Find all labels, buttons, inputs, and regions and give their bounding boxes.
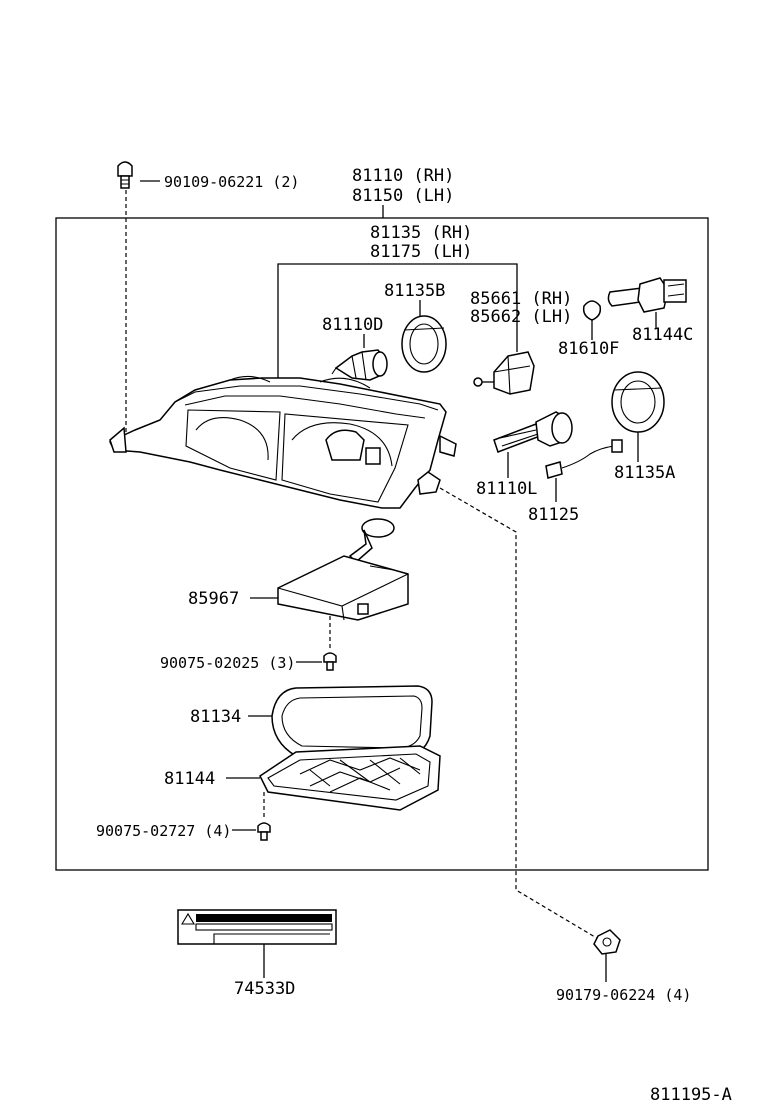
screw-ballast-icon [323,652,337,671]
label-socket-rh: 85661 (RH) [470,289,572,309]
case-icon [259,745,441,811]
side-bulb-icon [582,300,602,321]
label-wire: 81125 [528,505,579,525]
bulb-d-icon [331,349,388,381]
label-bulb-l: 81110L [476,479,537,499]
headlamp-housing-icon [108,375,457,509]
label-ballast: 85967 [188,589,239,609]
label-warning-label: 74533D [234,979,295,999]
label-screw-case: 90075-02727 (4) [96,822,231,840]
label-socket-lh: 85662 (LH) [470,307,572,327]
label-cover-a: 81135A [614,463,675,483]
label-headlamp-rh: 81110 (RH) [352,166,454,186]
nut-icon [593,929,621,955]
label-case: 81144 [164,769,215,789]
cover-a-icon [611,371,665,433]
label-headlamp-lh: 81150 (LH) [352,186,454,206]
label-bolt-top: 90109-06221 (2) [164,173,299,191]
ballast-icon [277,518,409,621]
diagram-id: 811195-A [650,1085,732,1105]
warning-label-icon [177,909,337,945]
cover-b-icon [401,315,447,373]
label-housing-rh: 81135 (RH) [370,223,472,243]
bulb-l-icon [493,411,573,453]
assembly-frame [55,217,709,871]
label-gasket: 81134 [190,707,241,727]
bulb-c-icon [607,277,687,313]
bolt-top-icon [117,161,133,189]
label-housing-lh: 81175 (LH) [370,242,472,262]
label-side-bulb: 81610F [558,339,619,359]
gasket-icon [271,685,433,759]
label-bulb-c: 81144C [632,325,693,345]
screw-case-icon [257,822,271,841]
label-bulb-d: 81110D [322,315,383,335]
socket-icon [473,351,535,395]
label-nut: 90179-06224 (4) [556,986,691,1004]
label-screw-ballast: 90075-02025 (3) [160,654,295,672]
label-cover-b: 81135B [384,281,445,301]
wire-icon [545,439,623,479]
